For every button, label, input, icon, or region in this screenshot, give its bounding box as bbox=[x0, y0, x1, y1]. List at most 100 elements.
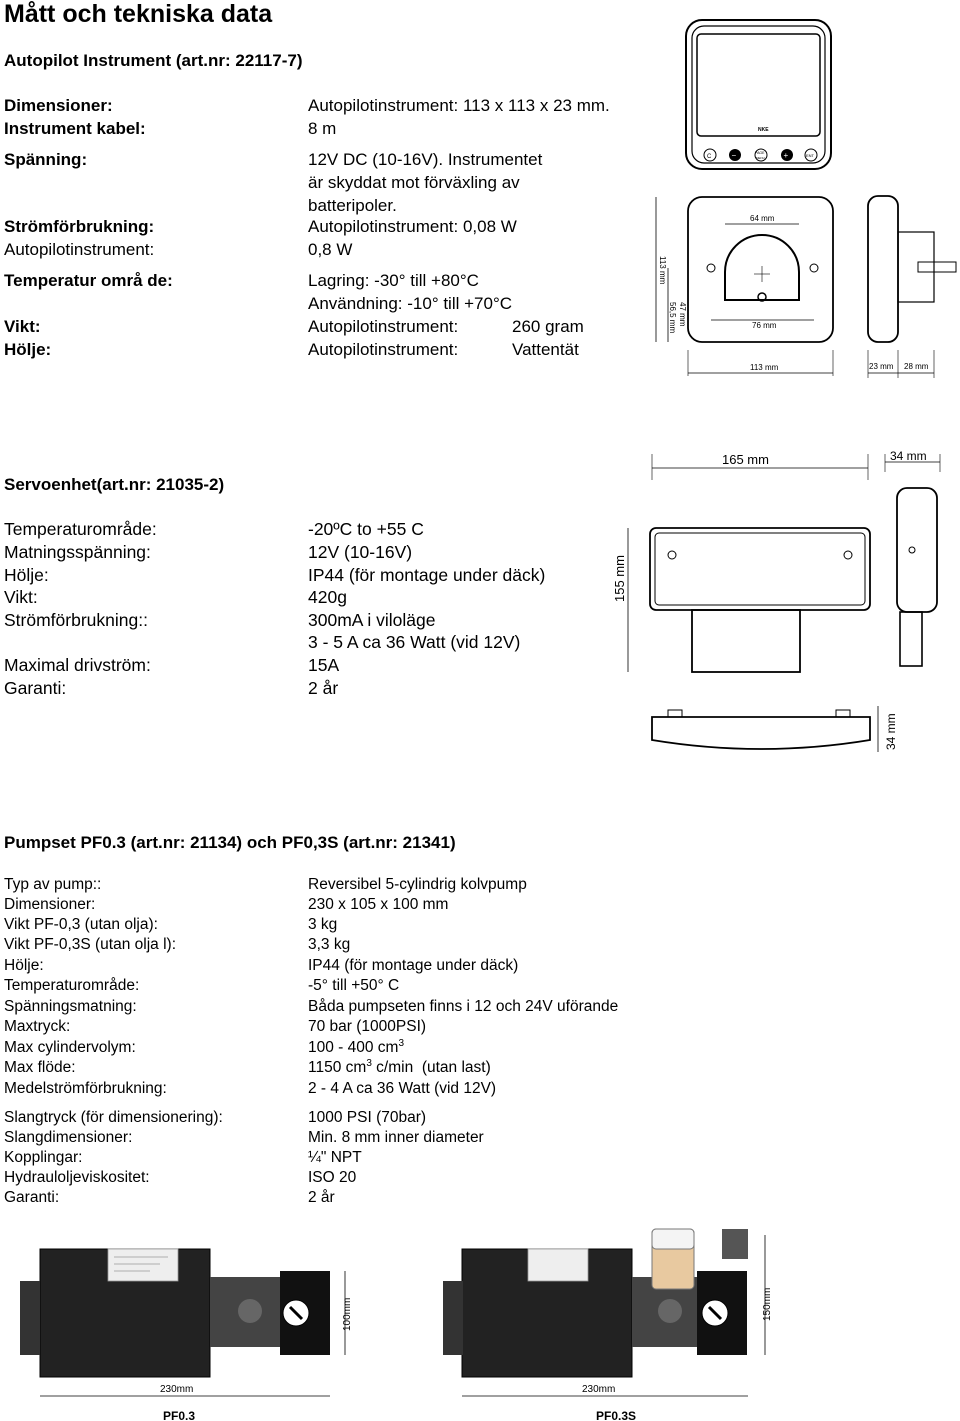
servo-side-view: 34 mm bbox=[884, 449, 941, 667]
btn-c-label: C bbox=[707, 154, 712, 160]
spec-label: Kopplingar: bbox=[4, 1149, 83, 1166]
spec-value: 300mA i viloläge bbox=[308, 610, 436, 630]
autopilot-heading: Autopilot Instrument (art.nr: 22117-7) bbox=[4, 51, 303, 70]
dim-565-label: 56,5 mm bbox=[668, 302, 677, 333]
dim-165-label: 165 mm bbox=[722, 452, 769, 467]
dim-64-label: 64 mm bbox=[750, 214, 775, 223]
spec-value: Min. 8 mm inner diameter bbox=[308, 1129, 484, 1146]
superscript: 3 bbox=[366, 1057, 372, 1069]
spec-value: Autopilotinstrument: bbox=[308, 317, 459, 336]
spec-value: 3 kg bbox=[308, 916, 338, 933]
dim-47-label: 47 mm bbox=[678, 302, 687, 327]
spec-value: Lagring: -30° till +80°C bbox=[308, 271, 479, 290]
spec-value: 1000 PSI (70bar) bbox=[308, 1109, 427, 1126]
dim-230a-label: 230mm bbox=[160, 1384, 193, 1395]
spec-label: Instrument kabel: bbox=[4, 119, 146, 138]
servo-heading: Servoenhet(art.nr: 21035-2) bbox=[4, 475, 225, 494]
spec-value: IP44 (för montage under däck) bbox=[308, 565, 546, 585]
spec-value: ¼" NPT bbox=[308, 1149, 362, 1166]
spec-value: Användning: -10° till +70°C bbox=[308, 294, 513, 313]
spec-label: Medelströmförbrukning: bbox=[4, 1080, 167, 1097]
spec-value: Autopilotinstrument: 113 x 113 x 23 mm. bbox=[308, 96, 610, 115]
spec-label: Autopilotinstrument: bbox=[4, 240, 155, 259]
pf03s-caption: PF0.3S bbox=[596, 1409, 636, 1421]
spec-value-text: 100 - 400 cm bbox=[308, 1039, 399, 1056]
spec-label: Maxtryck: bbox=[4, 1018, 71, 1035]
spec-label: Temperaturområde: bbox=[4, 977, 140, 994]
spec-label: Vikt PF-0,3 (utan olja): bbox=[4, 916, 158, 933]
spec-value: 3 - 5 A ca 36 Watt (vid 12V) bbox=[308, 632, 521, 652]
page-title: Mått och tekniska data bbox=[4, 0, 273, 28]
spec-label: Strömförbrukning: bbox=[4, 217, 155, 236]
spec-value: 230 x 105 x 100 mm bbox=[308, 896, 449, 913]
pump-drawings: 100mm 230mm PF0.3 150mm 230mm PF0.3S bbox=[20, 1228, 773, 1421]
brand-logo: NKE bbox=[758, 127, 769, 133]
spec-value: 70 bar (1000PSI) bbox=[308, 1018, 427, 1035]
dim-23-label: 23 mm bbox=[869, 362, 894, 371]
spec-value: -5° till +50° C bbox=[308, 977, 400, 994]
superscript: 3 bbox=[398, 1037, 405, 1049]
servo-front-view: 155 mm bbox=[612, 527, 871, 673]
dim-230b-label: 230mm bbox=[582, 1384, 615, 1395]
pf03-caption: PF0.3 bbox=[163, 1409, 195, 1421]
btn-menu-label: MENU bbox=[756, 156, 765, 160]
spec-value: 12V (10-16V) bbox=[308, 542, 413, 562]
spec-value: 1150 cm3 c/min (utan last) bbox=[308, 1057, 491, 1077]
spec-value: -20ºC to +55 C bbox=[308, 519, 424, 539]
dim-34a-label: 34 mm bbox=[890, 449, 927, 463]
spec-value: 420g bbox=[308, 587, 347, 607]
spec-label: Typ av pump:: bbox=[4, 876, 102, 893]
spec-label: Temperaturområde: bbox=[4, 519, 157, 539]
spec-value: ISO 20 bbox=[308, 1169, 357, 1186]
spec-value: 0,8 W bbox=[308, 240, 353, 259]
spec-value: Reversibel 5-cylindrig kolvpump bbox=[308, 876, 527, 893]
spec-value: 12V DC (10-16V). Instrumentet bbox=[308, 150, 543, 169]
spec-label: Temperatur områ de: bbox=[4, 271, 173, 290]
spec-value: Båda pumpseten finns i 12 och 24V uföran… bbox=[308, 998, 619, 1015]
servo-bottom-view: 34 mm bbox=[651, 706, 898, 752]
spec-value: 2 år bbox=[308, 678, 339, 698]
spec-value: Vattentät bbox=[512, 340, 579, 359]
dim-100-label: 100mm bbox=[342, 1298, 353, 1331]
instrument-side-view: 23 mm 28 mm bbox=[867, 195, 957, 378]
spec-label: Maximal drivström: bbox=[4, 655, 151, 675]
spec-value: är skyddat mot förväxling av bbox=[308, 173, 520, 192]
spec-label: Garanti: bbox=[4, 1189, 60, 1206]
spec-value-text: 1150 cm bbox=[308, 1059, 367, 1076]
spec-label: Spänning: bbox=[4, 150, 88, 169]
spec-label: Spänningsmatning: bbox=[4, 998, 137, 1015]
dim-113w-label: 113 mm bbox=[750, 363, 779, 372]
btn-page-label: PAGE bbox=[755, 151, 765, 155]
spec-label: Hydrauloljeviskositet: bbox=[4, 1169, 150, 1186]
spec-label: Hölje: bbox=[4, 340, 52, 359]
btn-minus-label: − bbox=[732, 151, 737, 160]
spec-label: Slangtryck (för dimensionering): bbox=[4, 1109, 223, 1126]
spec-value: Autopilotinstrument: bbox=[308, 340, 459, 359]
spec-label: Dimensioner: bbox=[4, 96, 113, 115]
spec-label: Vikt PF-0,3S (utan olja l): bbox=[4, 936, 177, 953]
spec-value-text: c/min (utan last) bbox=[371, 1059, 491, 1076]
spec-label: Hölje: bbox=[4, 957, 44, 974]
spec-label: Strömförbrukning:: bbox=[4, 610, 148, 630]
dim-34b-label: 34 mm bbox=[884, 713, 898, 750]
spec-value: 15A bbox=[308, 655, 340, 675]
spec-value: IP44 (för montage under däck) bbox=[308, 957, 519, 974]
spec-value: Autopilotinstrument: 0,08 W bbox=[308, 217, 517, 236]
spec-value: 2 år bbox=[308, 1189, 335, 1206]
spec-label: Slangdimensioner: bbox=[4, 1129, 133, 1146]
dim-155-label: 155 mm bbox=[612, 555, 627, 602]
instrument-front-view: NKE C − PAGE MENU + ENT bbox=[685, 19, 832, 170]
spec-value: 260 gram bbox=[512, 317, 584, 336]
dim-113h-label: 113 mm bbox=[658, 256, 667, 285]
spec-label: Vikt: bbox=[4, 587, 38, 607]
btn-ent-label: ENT bbox=[806, 153, 815, 158]
spec-value: 2 - 4 A ca 36 Watt (vid 12V) bbox=[308, 1080, 497, 1097]
dim-76-label: 76 mm bbox=[752, 321, 777, 330]
autopilot-instrument-drawing: NKE C − PAGE MENU + ENT 64 mm 76 mm 113 … bbox=[655, 19, 957, 378]
spec-label: Vikt: bbox=[4, 317, 41, 336]
servo-unit-drawing: 165 mm 155 mm 34 mm 34 mm bbox=[612, 449, 941, 752]
instrument-back-view: 64 mm 76 mm 113 mm 47 mm 56,5 mm 113 mm bbox=[655, 196, 834, 376]
spec-value: 100 - 400 cm3 bbox=[308, 1037, 405, 1057]
pump-pf03-drawing: 100mm 230mm PF0.3 bbox=[20, 1248, 353, 1421]
pump-pf03s-drawing: 150mm 230mm PF0.3S bbox=[443, 1228, 773, 1421]
